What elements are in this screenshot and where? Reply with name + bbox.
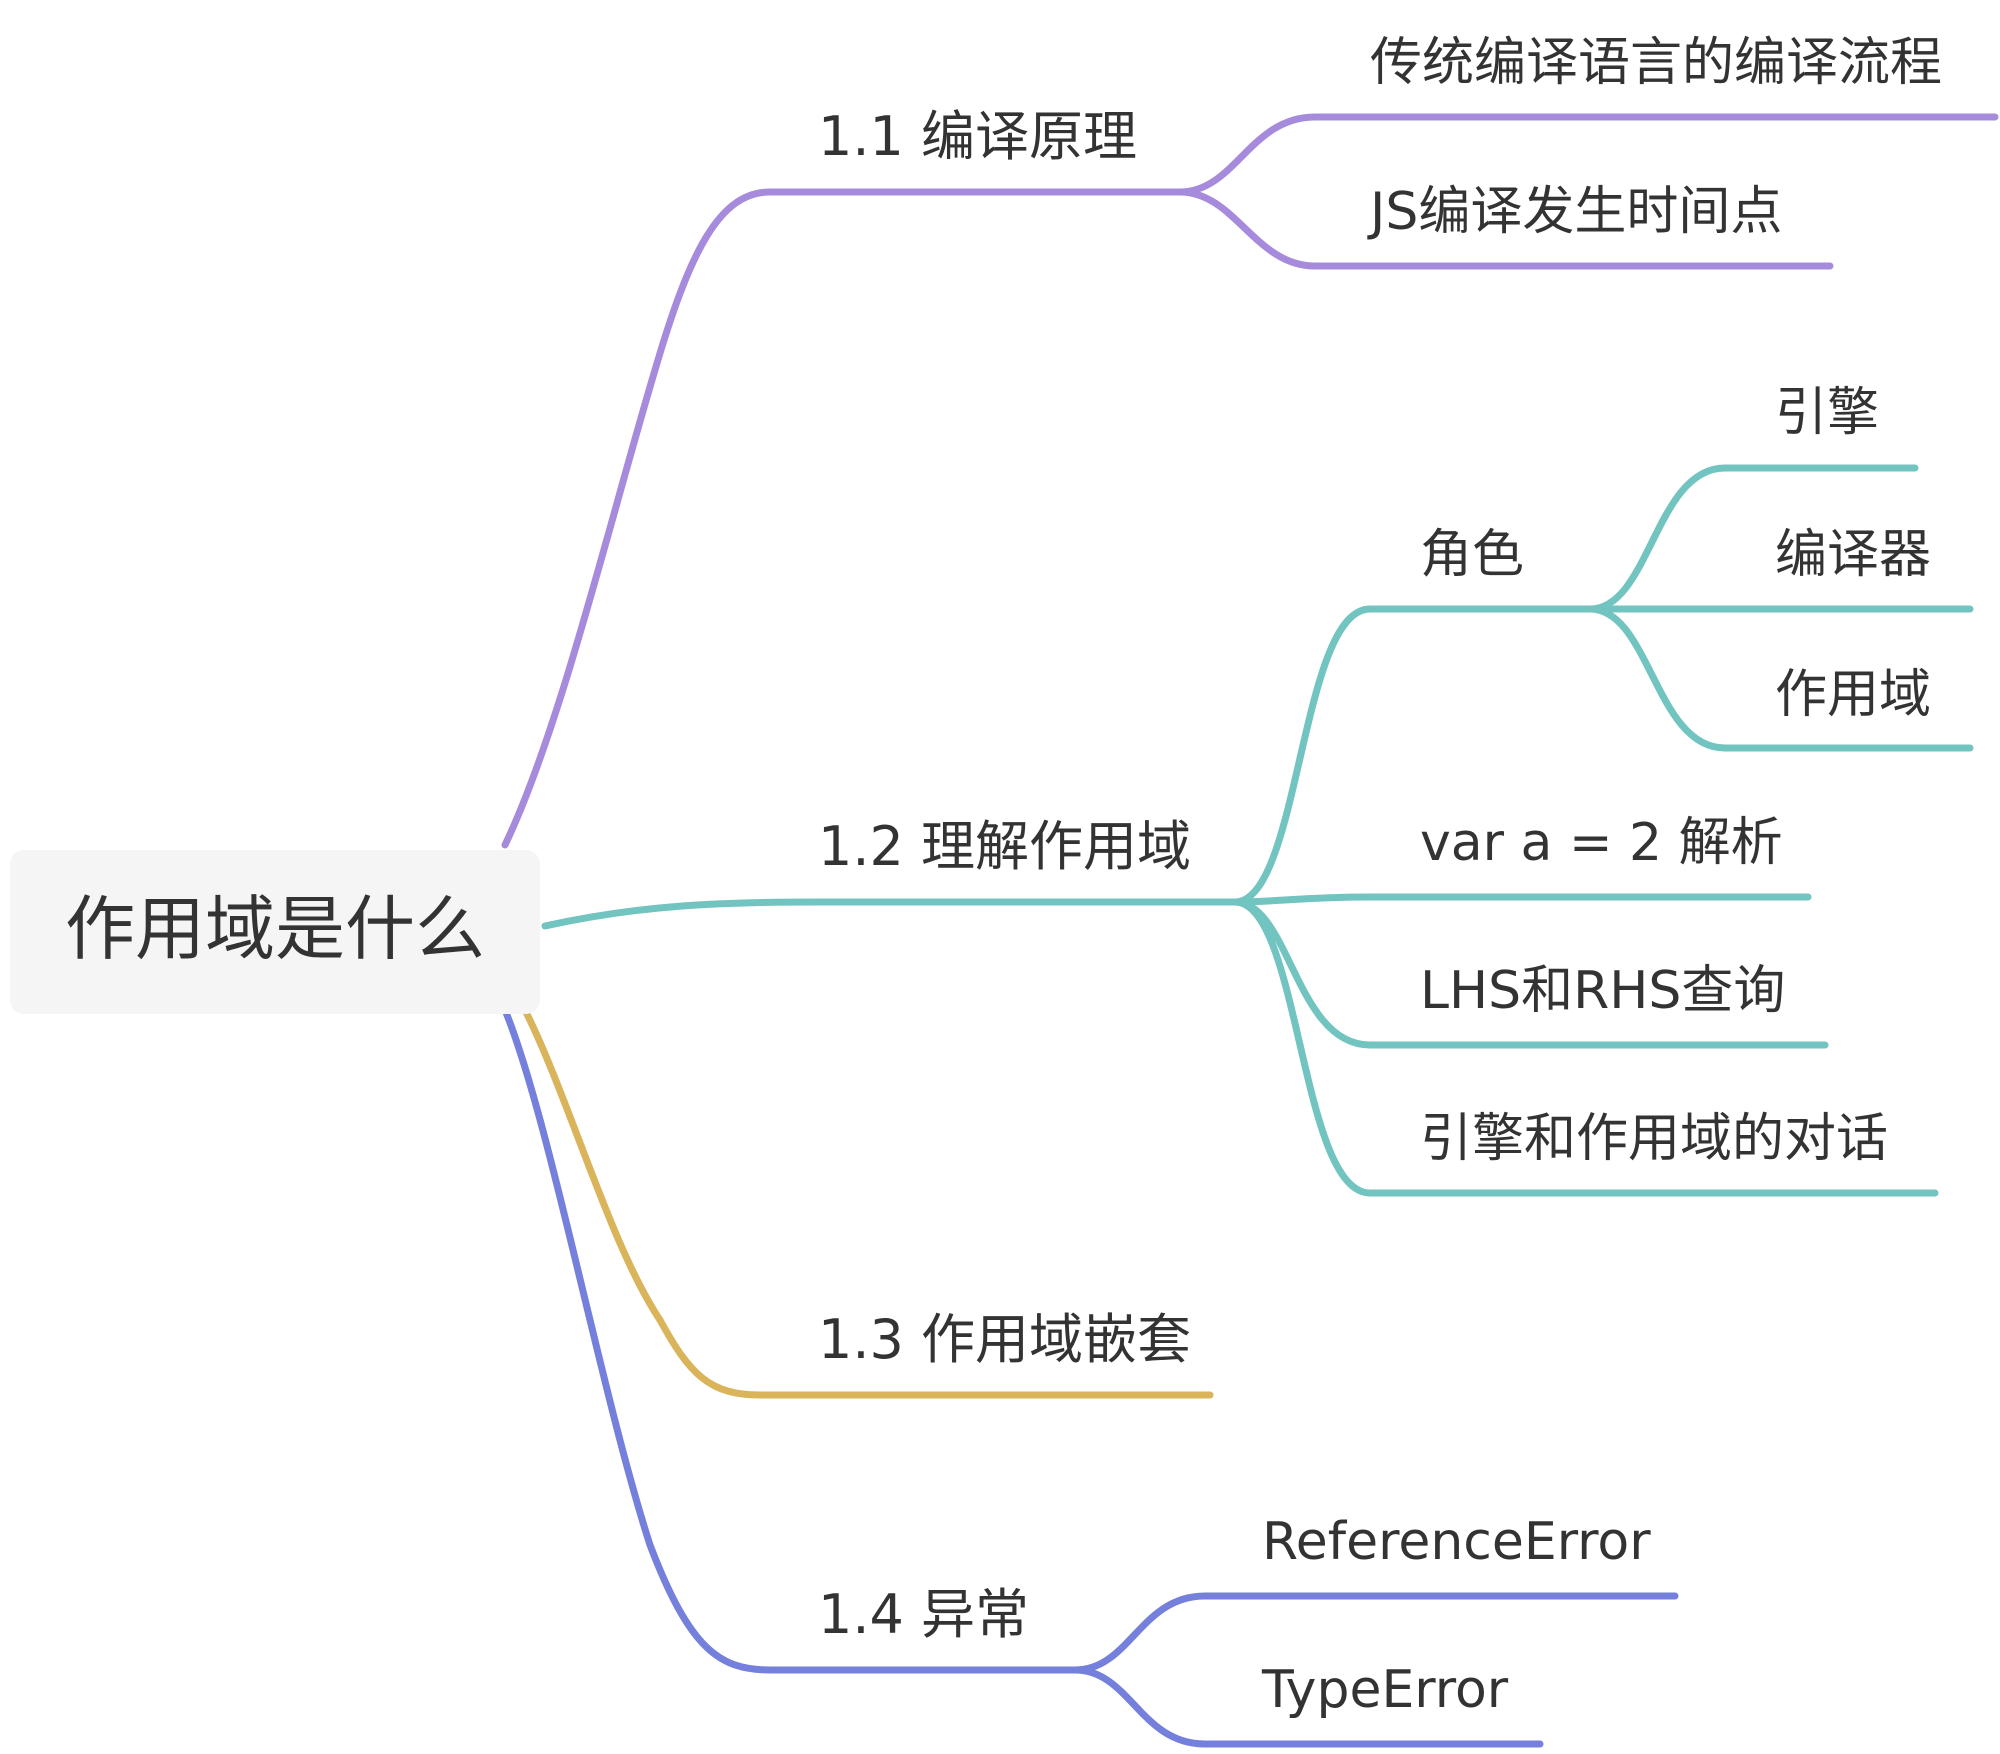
edge-root-to-branch-3 bbox=[521, 1006, 1214, 1399]
edge-root-to-branch-4 bbox=[501, 1006, 1079, 1674]
edge-root-to-branch-2 bbox=[541, 898, 1239, 930]
branch-4-label[interactable]: 1.4 异常 bbox=[818, 1583, 1029, 1646]
root-node-box bbox=[10, 850, 540, 1014]
root-node[interactable]: 作用域是什么 bbox=[10, 850, 540, 1014]
node-label-roles[interactable]: 角色 bbox=[1420, 525, 1524, 585]
branch-1-label[interactable]: 1.1 编译原理 bbox=[818, 105, 1137, 168]
edge-branch-2-child-1 bbox=[1231, 605, 1594, 906]
node-label-js-compile-time[interactable]: JS编译发生时间点 bbox=[1367, 182, 1782, 242]
node-label-lhs-rhs[interactable]: LHS和RHS查询 bbox=[1420, 961, 1785, 1021]
node-label-var-a-2[interactable]: var a = 2 解析 bbox=[1420, 813, 1783, 873]
edge-branch-4-child-2 bbox=[1071, 1666, 1544, 1748]
node-label-scope[interactable]: 作用域 bbox=[1775, 665, 1931, 725]
node-label-compiler[interactable]: 编译器 bbox=[1775, 525, 1931, 585]
edge-branch-2-child-2 bbox=[1231, 893, 1812, 906]
node-label-reference-error[interactable]: ReferenceError bbox=[1262, 1512, 1651, 1572]
leaf-labels: 传统编译语言的编译流程 JS编译发生时间点 角色 引擎 编译器 作用域 var … bbox=[1261, 33, 1942, 1720]
branch-3-label[interactable]: 1.3 作用域嵌套 bbox=[818, 1308, 1191, 1371]
edge-branch-2-child-4 bbox=[1231, 898, 1939, 1197]
branch-labels: 1.1 编译原理 1.2 理解作用域 1.3 作用域嵌套 1.4 异常 bbox=[818, 105, 1191, 1646]
node-label-engine[interactable]: 引擎 bbox=[1775, 383, 1879, 443]
node-label-type-error[interactable]: TypeError bbox=[1261, 1660, 1509, 1720]
branch-2-label[interactable]: 1.2 理解作用域 bbox=[818, 815, 1191, 878]
edge-branch-4-child-1 bbox=[1071, 1592, 1679, 1674]
node-label-traditional-compile-flow[interactable]: 传统编译语言的编译流程 bbox=[1370, 33, 1942, 93]
edges bbox=[501, 113, 1999, 1748]
edge-branch-1-child-2 bbox=[1176, 188, 1834, 270]
root-node-label: 作用域是什么 bbox=[65, 888, 485, 970]
edge-branch-1-child-1 bbox=[1176, 113, 1999, 196]
node-label-engine-scope-dialogue[interactable]: 引擎和作用域的对话 bbox=[1420, 1109, 1888, 1169]
edge-role-to-scope bbox=[1586, 605, 1974, 752]
edge-role-to-engine bbox=[1586, 464, 1919, 613]
edge-root-to-branch-1 bbox=[501, 188, 1184, 849]
